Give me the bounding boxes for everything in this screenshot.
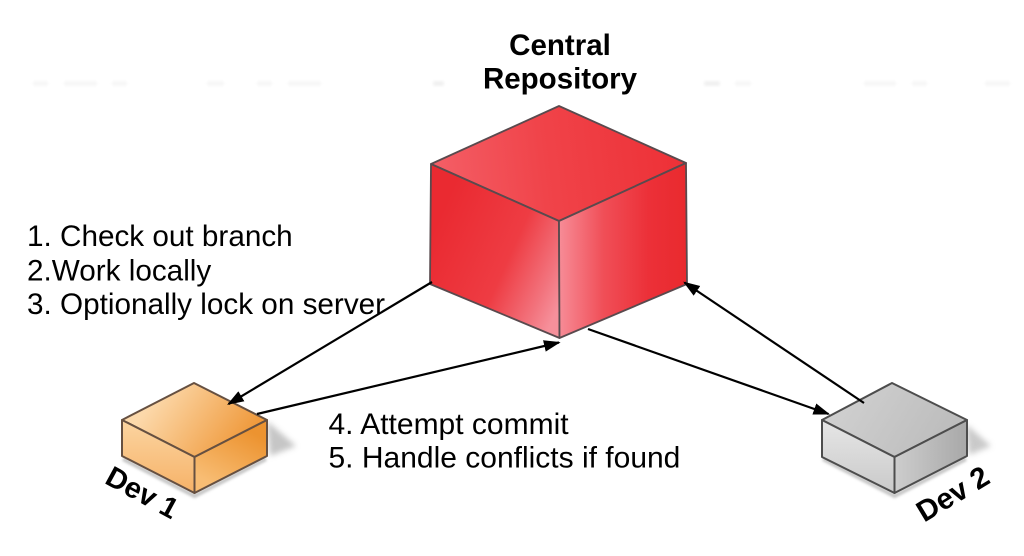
svg-text:Repository: Repository — [483, 63, 638, 96]
svg-text:1. Check out branch: 1. Check out branch — [27, 220, 293, 253]
svg-text:Central: Central — [509, 29, 611, 62]
svg-text:2.Work locally: 2.Work locally — [27, 255, 211, 288]
svg-text:3. Optionally lock on server: 3. Optionally lock on server — [27, 288, 385, 321]
svg-text:5. Handle conflicts if found: 5. Handle conflicts if found — [329, 442, 681, 475]
svg-text:4. Attempt commit: 4. Attempt commit — [329, 408, 570, 441]
